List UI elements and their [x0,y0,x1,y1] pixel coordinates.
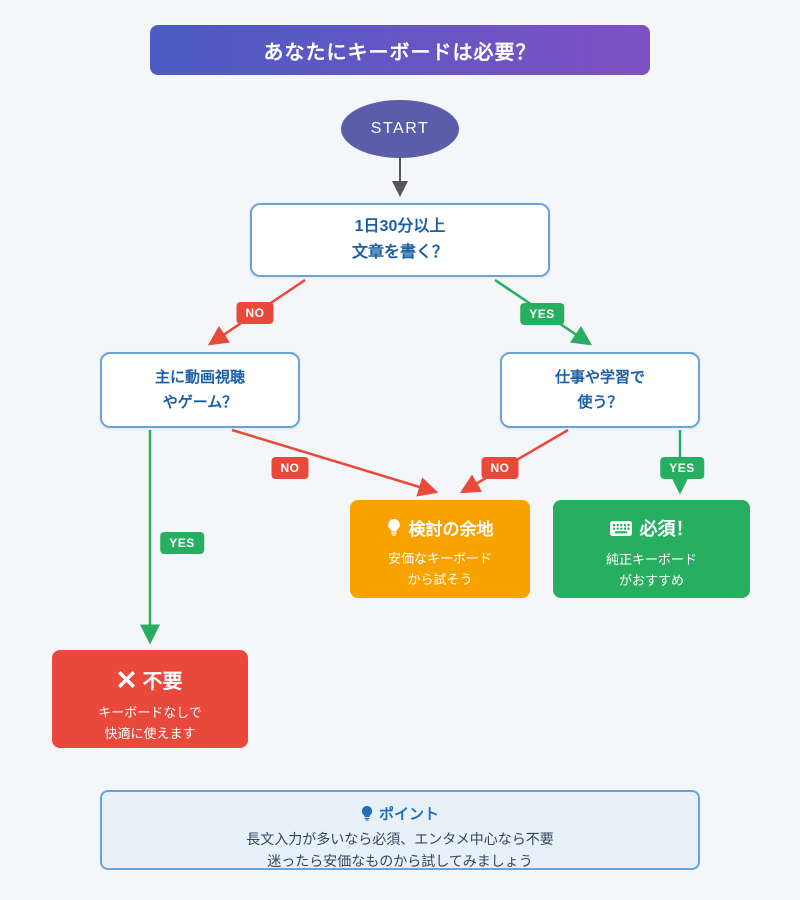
edge-label-q1-yes: YES [520,303,564,325]
bulb-icon [387,519,401,536]
decision-q2-line2: やゲーム？ [162,393,238,411]
x-icon [117,671,135,688]
decision-q2-line1: 主に動画視聴 [154,369,245,386]
edge-label-q2-yes: YES [160,532,204,554]
result-unneeded-line2: 快適に使えます [104,725,196,741]
result-consider-line1: 安価なキーボード [387,551,492,566]
edge-label-q1-no: NO [236,302,274,324]
result-required-line1: 純正キーボード [605,552,697,567]
keyboard-icon [609,520,632,536]
result-unneeded-title: 不要 [142,671,183,693]
page-title: あなたにキーボードは必要？ [150,25,650,75]
note-line1: 長文入力が多いなら必須、エンタメ中心なら不要 [246,831,554,847]
edge-label-q2-no: NO [271,457,309,479]
decision-q3-line2: 使う？ [577,393,623,411]
result-unneeded-line1: キーボードなしで [98,705,202,720]
decision-q3: 仕事や学習で 使う？ [500,352,700,428]
result-required-line2: がおすすめ [618,572,684,588]
result-consider-title: 検討の余地 [408,520,494,539]
result-consider-line2: から試そう [407,571,473,587]
start-node: START [341,100,459,158]
edge-label-q3-no: NO [481,457,519,479]
result-required-title: 必須！ [639,519,694,539]
arrow-q2-no [231,428,439,497]
result-required: 必須！ 純正キーボード がおすすめ [553,500,750,598]
bulb-icon [361,806,373,821]
decision-q1-line1: 1日30分以上 [354,217,446,235]
note-box: ポイント 長文入力が多いなら必須、エンタメ中心なら不要 迷ったら安価なものから試… [100,790,700,870]
decision-q1: 1日30分以上 文章を書く？ [250,203,550,277]
decision-q2: 主に動画視聴 やゲーム？ [100,352,300,428]
edge-label-q3-yes: YES [660,457,704,479]
note-line2: 迷ったら安価なものから試してみましょう [267,852,533,869]
result-consider: 検討の余地 安価なキーボード から試そう [350,500,530,598]
decision-q1-line2: 文章を書く？ [351,243,448,261]
note-title: ポイント [378,806,439,823]
result-unneeded: 不要 キーボードなしで 快適に使えます [52,650,248,748]
decision-q3-line1: 仕事や学習で [554,369,645,386]
